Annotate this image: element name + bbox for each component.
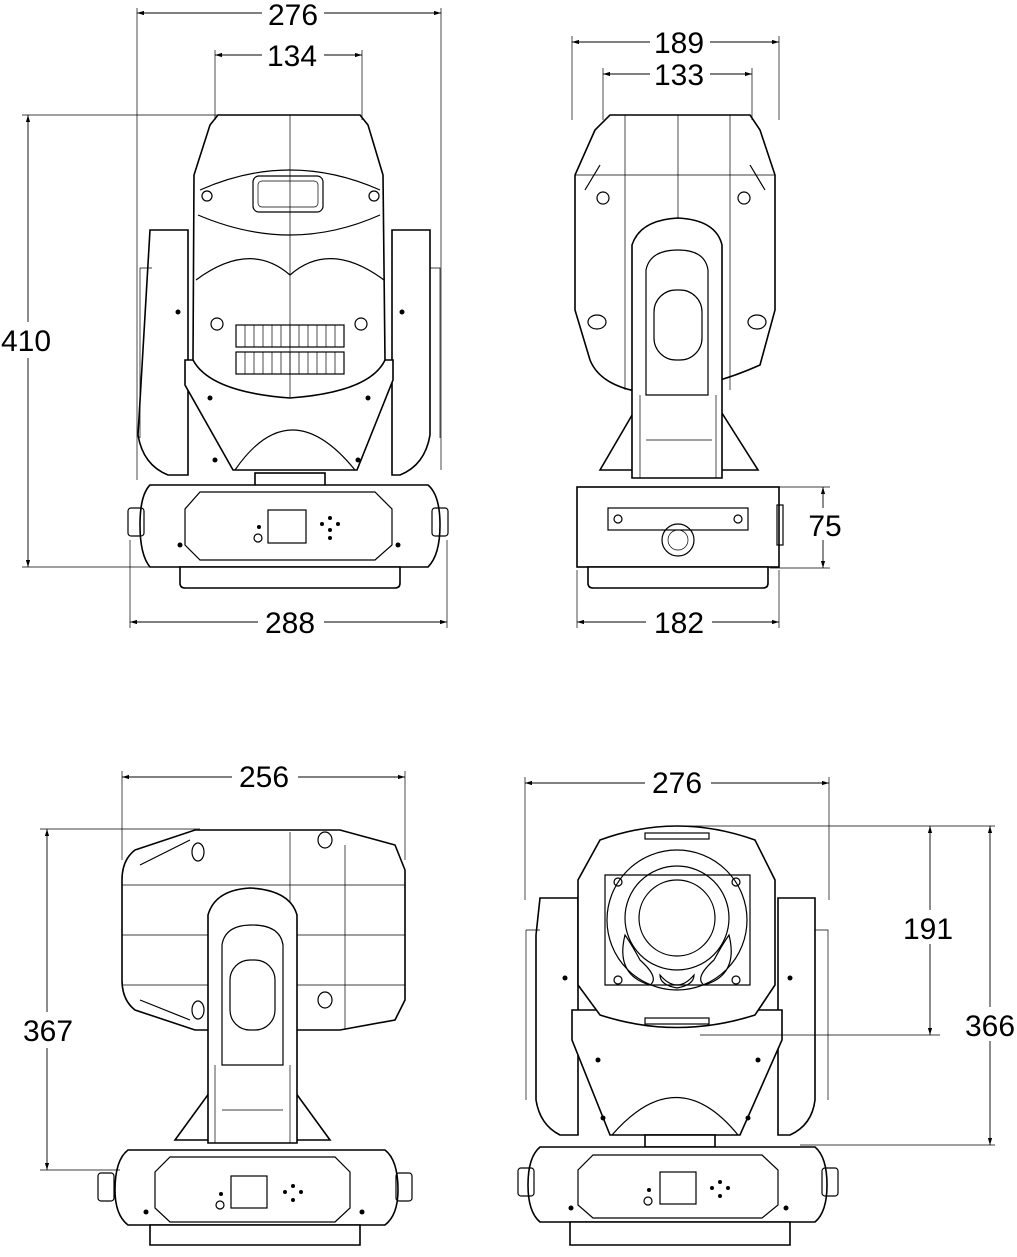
front-view: 276 134 410 288 <box>0 0 449 640</box>
handle-left <box>127 507 145 537</box>
display-screen <box>267 509 307 544</box>
moving-head <box>192 114 386 399</box>
vent-grille <box>235 324 345 375</box>
lens-front-view: 276 191 366 <box>517 765 1017 1246</box>
base <box>576 486 780 568</box>
base <box>139 484 441 568</box>
side-view: 189 133 75 182 <box>571 26 845 640</box>
lens <box>606 849 748 991</box>
front-width-base-label: 288 <box>265 607 315 640</box>
front-width-top-label: 276 <box>268 0 318 32</box>
fan-icon <box>661 523 695 557</box>
moving-head <box>577 825 776 1029</box>
side-width-base-label: 182 <box>654 607 704 640</box>
lens-width-label: 276 <box>652 767 702 800</box>
front-width-head-label: 134 <box>267 40 317 73</box>
rear-view: 256 367 <box>18 760 413 1246</box>
yoke-arm <box>207 887 298 1144</box>
yoke-arm-left <box>137 229 189 476</box>
front-height-label: 410 <box>1 325 51 358</box>
rear-height-label: 367 <box>23 1015 73 1048</box>
base <box>527 1146 828 1223</box>
side-width-head-label: 133 <box>654 59 704 92</box>
base <box>114 1149 399 1226</box>
side-width-top-label: 189 <box>654 27 704 60</box>
yoke-arm-right <box>777 897 816 1136</box>
rear-width-label: 256 <box>239 761 289 794</box>
control-panel <box>154 1156 351 1223</box>
yoke-arm-right <box>391 229 431 476</box>
handle-right <box>431 507 449 537</box>
head-window <box>252 175 324 213</box>
yoke-arm <box>631 217 723 479</box>
lens-head-height-label: 191 <box>903 913 953 946</box>
control-panel <box>577 1154 779 1219</box>
control-panel <box>184 491 393 561</box>
side-base-height-label: 75 <box>808 510 841 543</box>
yoke-arm-left <box>535 897 579 1136</box>
lens-height-label: 366 <box>965 1010 1015 1043</box>
